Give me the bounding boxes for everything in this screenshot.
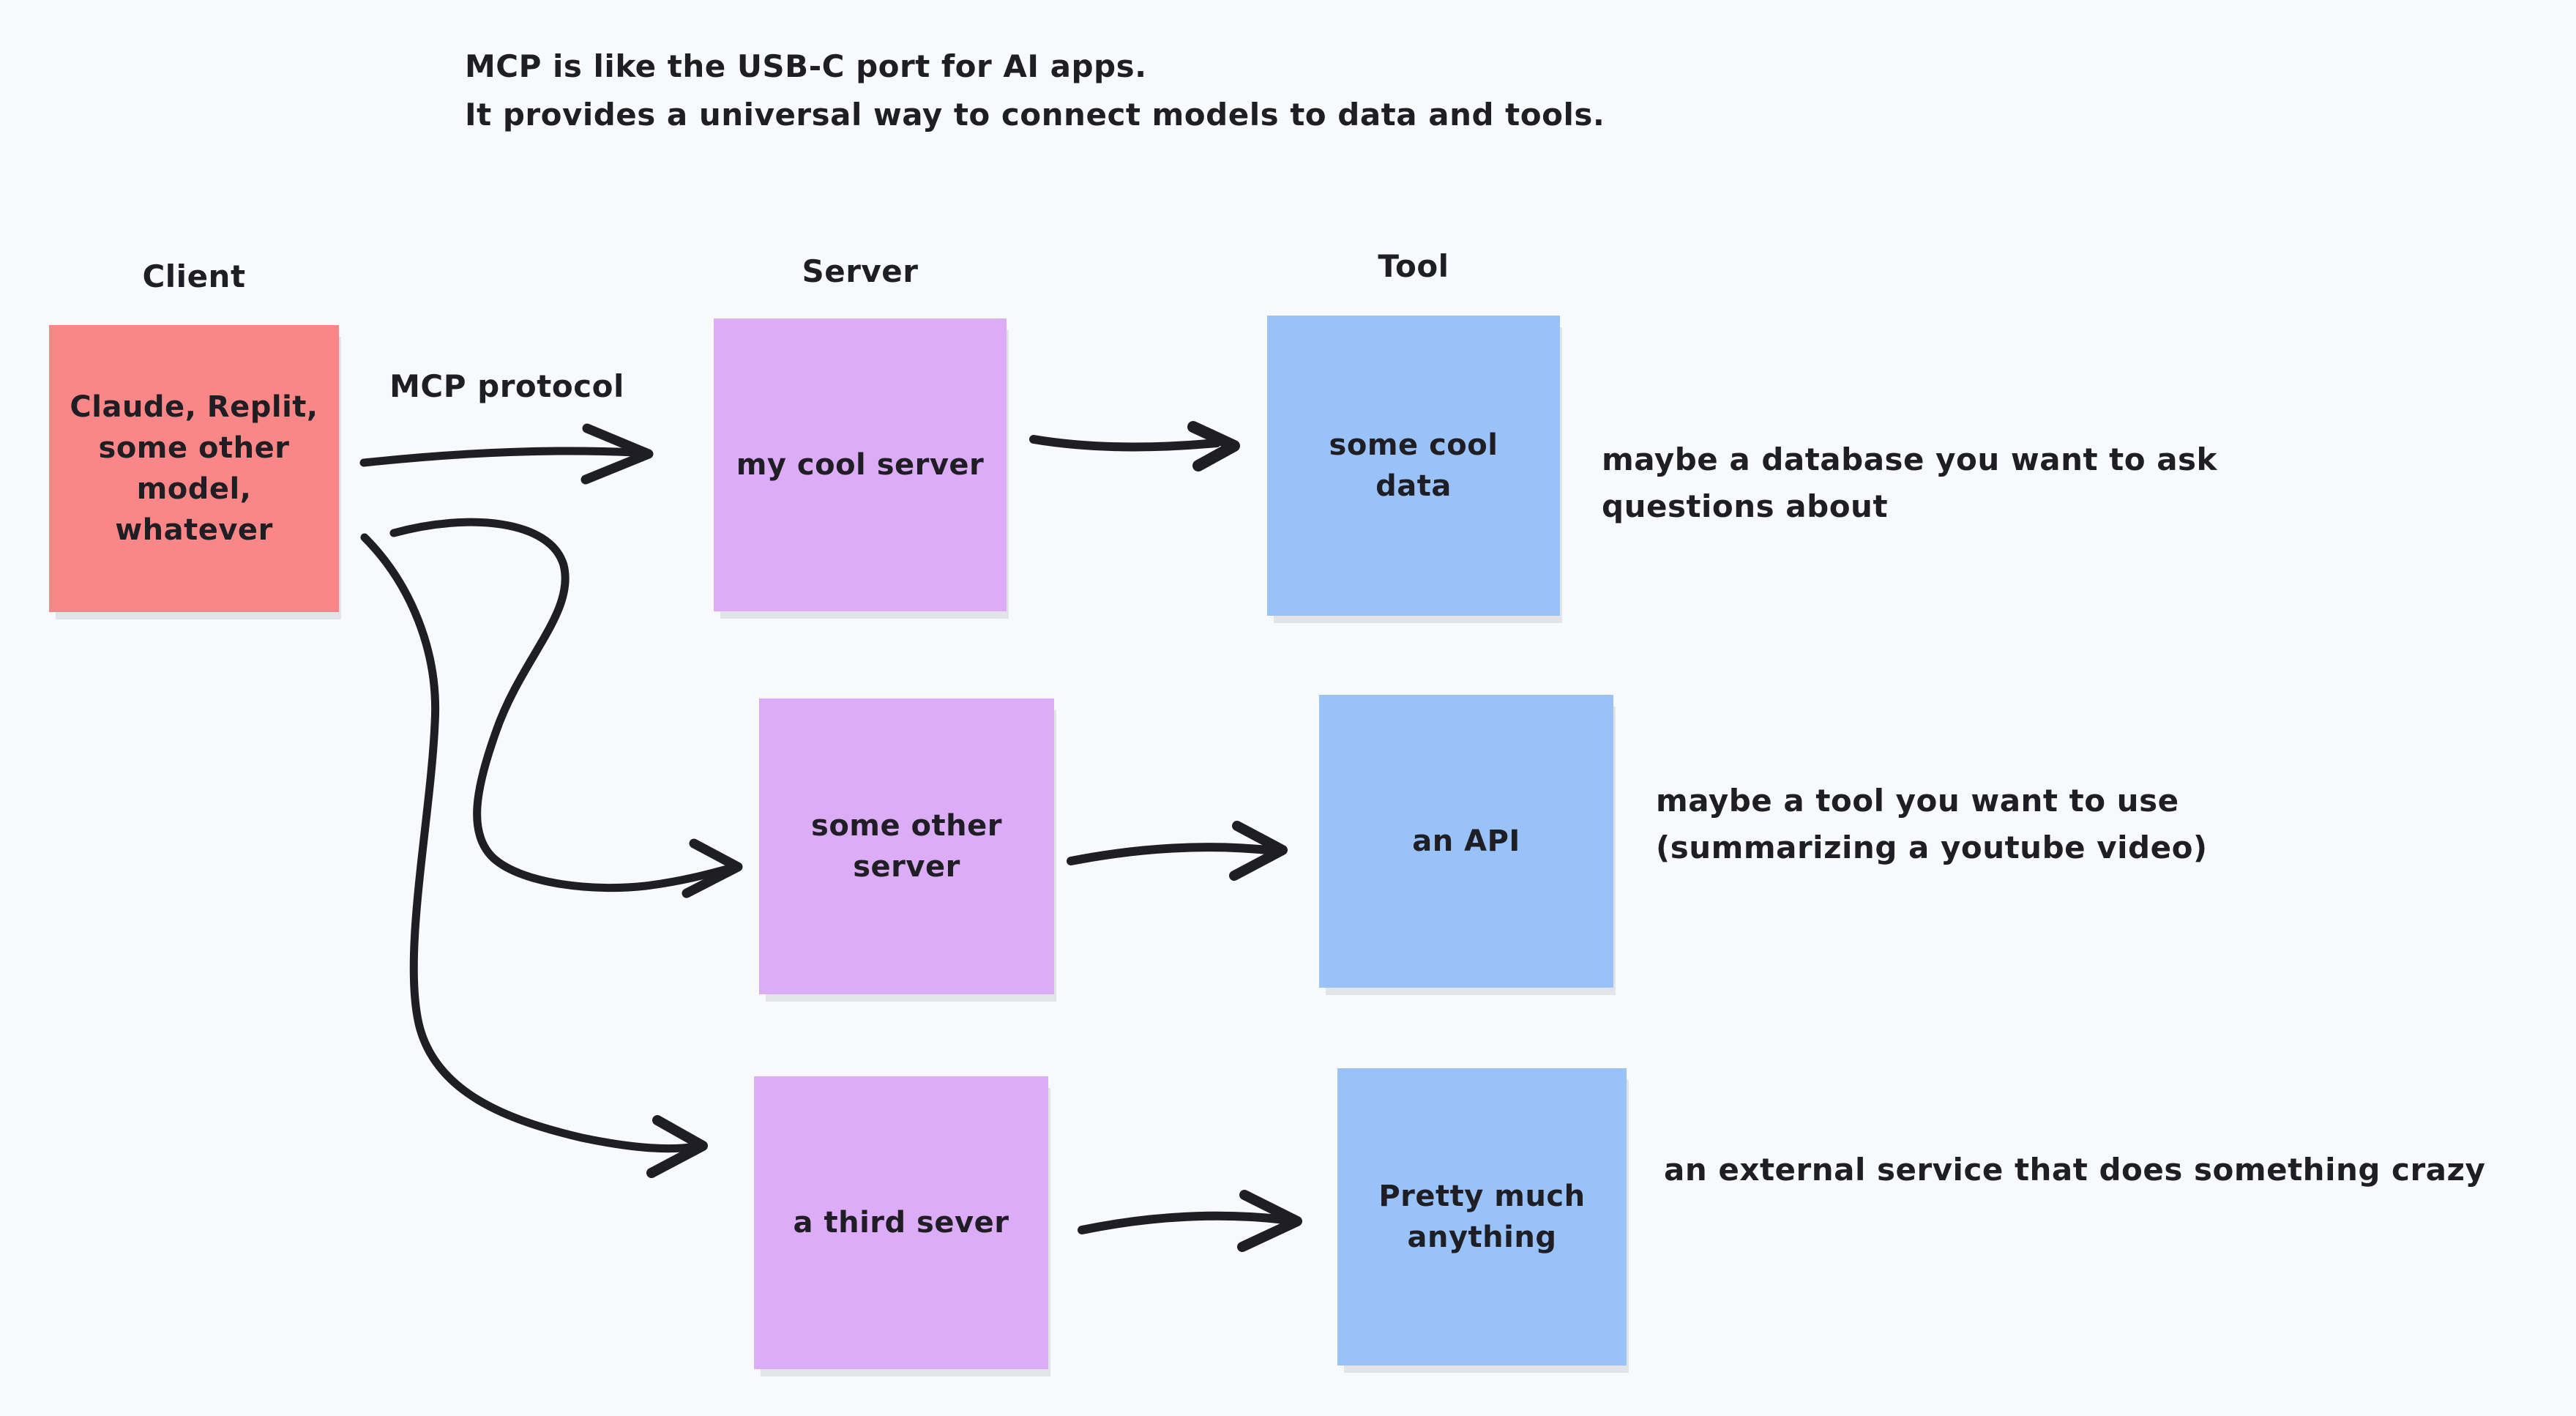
sticky-note-tool-3: Pretty much anything — [1337, 1068, 1627, 1365]
sticky-note-server-3-label: a third sever — [793, 1206, 1009, 1240]
sticky-note-tool-1-label: some cool data — [1329, 428, 1498, 503]
mcp-protocol-label: MCP protocol — [389, 368, 624, 404]
sticky-note-tool-2-label: an API — [1412, 824, 1520, 858]
sticky-note-server-3: a third sever — [754, 1076, 1048, 1369]
column-header-tool: Tool — [1378, 248, 1449, 284]
arrow-server3-to-tool3 — [1078, 1190, 1302, 1252]
sticky-note-tool-1: some cool data — [1267, 316, 1560, 616]
sticky-note-server-1: my cool server — [714, 318, 1007, 611]
diagram-title-line1: MCP is like the USB-C port for AI apps. — [465, 48, 1147, 84]
note-database: maybe a database you want to ask questio… — [1602, 441, 2217, 524]
arrow-client-to-server1 — [359, 423, 654, 485]
sticky-note-client-label: Claude, Replit, some other model, whatev… — [70, 390, 318, 547]
sticky-note-server-1-label: my cool server — [736, 448, 985, 482]
column-header-server: Server — [802, 253, 919, 289]
sticky-note-tool-3-label: Pretty much anything — [1378, 1180, 1586, 1254]
note-external-service: an external service that does something … — [1664, 1152, 2486, 1188]
diagram-title-line2: It provides a universal way to connect m… — [465, 97, 1605, 133]
sticky-note-client: Claude, Replit, some other model, whatev… — [49, 325, 339, 612]
arrow-client-to-server2 — [389, 518, 743, 898]
arrow-client-to-server3 — [360, 533, 708, 1178]
arrow-server2-to-tool2 — [1067, 821, 1288, 881]
column-header-client: Client — [142, 258, 246, 294]
arrow-server1-to-tool1 — [1029, 421, 1240, 472]
sticky-note-tool-2: an API — [1319, 695, 1613, 988]
note-tool: maybe a tool you want to use (summarizin… — [1656, 783, 2208, 865]
sticky-note-server-2-label: some other server — [811, 809, 1002, 884]
sticky-note-server-2: some other server — [759, 698, 1054, 994]
